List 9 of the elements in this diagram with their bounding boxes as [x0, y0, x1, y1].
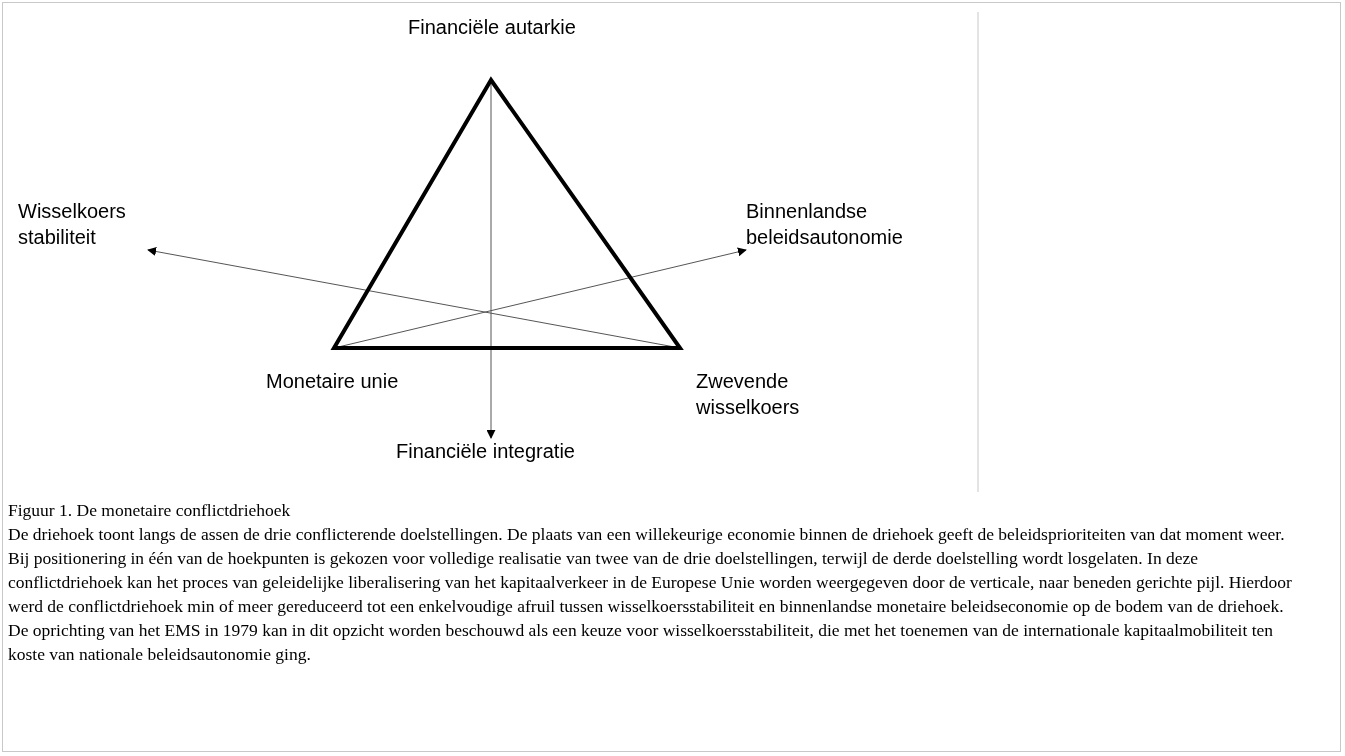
- axis-label: Wisselkoers stabiliteit: [18, 198, 148, 250]
- vertex-label: Financiële autarkie: [407, 15, 577, 40]
- vertex-label: Monetaire unie: [266, 369, 400, 394]
- axis-label: Binnenlandse beleidsautonomie: [746, 198, 976, 250]
- description-paragraph: De driehoek toont langs de assen de drie conflicterende doelstellingen. De plaats van een willekeurige economie binnen de driehoek geeft de beleidsprioriteiten van dat moment weer. Bij positionering in één van de hoekpunten is gekozen voor volledige realisatie van twee van de drie doelstellingen, terwijl de derde doelstelling wordt losgelaten. In deze conflictdriehoek kan het proces van geleidelijke liberalisering van het kapitaalverkeer in de Europese Unie worden weergegeven door de verticale, naar beneden gerichte pijl. Hierdoor werd de conflictdriehoek min of meer gereduceerd tot een enkelvoudige afruil tussen wisselkoersstabiliteit en binnenlandse monetaire beleidseconomie op de bodem van de driehoek. De oprichting van het EMS in 1979 kan in dit opzicht worden beschouwd als een keuze voor wisselkoersstabiliteit, die met het toenemen van de internationale kapitaalmobiliteit ten koste van nationale beleidsautonomie ging.: [8, 523, 1293, 666]
- figure-caption: Figuur 1. De monetaire conflictdriehoek: [8, 499, 291, 522]
- conflict-triangle: [330, 76, 684, 352]
- axis-label: Financiële integratie: [396, 438, 575, 464]
- vertex-label: Zwevende wisselkoers: [696, 369, 801, 420]
